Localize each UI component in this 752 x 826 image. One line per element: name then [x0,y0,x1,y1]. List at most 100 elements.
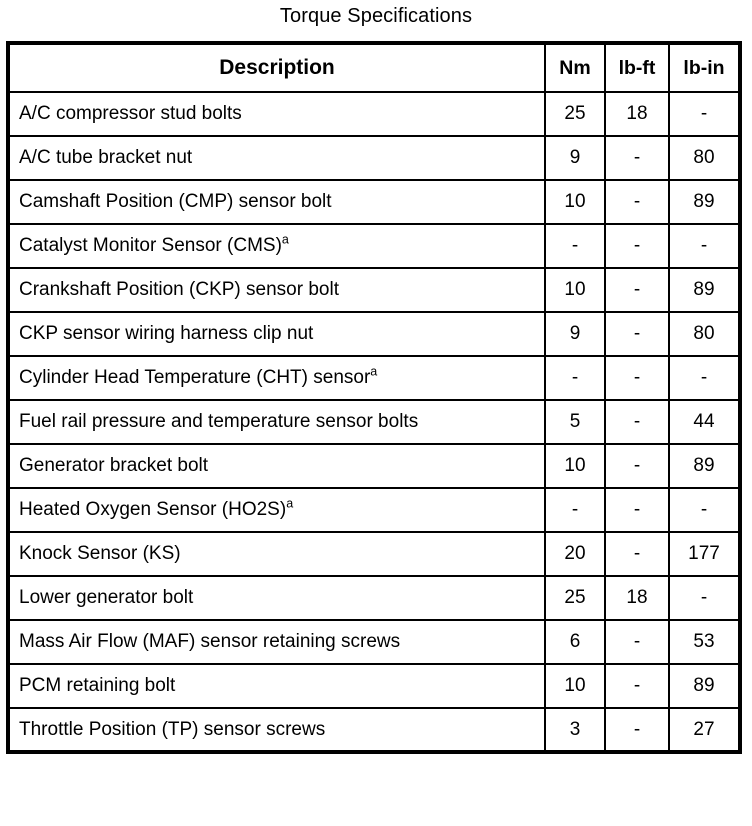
table-row: Knock Sensor (KS)20-177 [7,531,741,577]
description-text: A/C tube bracket nut [19,147,193,168]
description-text: A/C compressor stud bolts [19,103,242,124]
cell-value-lb-in: 80 [668,135,741,181]
page-title: Torque Specifications [279,5,473,27]
cell-description: Generator bracket bolt [7,443,546,489]
cell-description: Catalyst Monitor Sensor (CMS)a [7,223,546,269]
cell-value-nm: 10 [544,663,606,709]
cell-description: Camshaft Position (CMP) sensor bolt [7,179,546,225]
cell-value-nm: 3 [544,707,606,753]
cell-value-lb-ft: - [604,355,670,401]
cell-value-lb-in: - [668,575,741,621]
table-header-row: Description Nm lb-ft lb-in [7,42,741,93]
cell-description: Mass Air Flow (MAF) sensor retaining scr… [7,619,546,665]
cell-value-lb-ft: - [604,267,670,313]
footnote-marker: a [286,496,294,511]
column-header-nm: Nm [544,42,606,93]
description-text: Fuel rail pressure and temperature senso… [19,411,419,432]
table-row: Camshaft Position (CMP) sensor bolt 10-89 [7,179,741,225]
description-text: Crankshaft Position (CKP) sensor bolt [19,279,339,300]
table-row: Fuel rail pressure and temperature senso… [7,399,741,445]
cell-value-lb-ft: - [604,135,670,181]
table-row: Catalyst Monitor Sensor (CMS)a--- [7,223,741,269]
description-text: Throttle Position (TP) sensor screws [19,718,326,740]
cell-value-nm: 9 [544,135,606,181]
cell-value-nm: - [544,223,606,269]
cell-description: A/C compressor stud bolts [7,91,546,137]
cell-value-lb-in: 89 [668,663,741,709]
cell-value-nm: - [544,487,606,533]
torque-specifications-table: Description Nm lb-ft lb-in A/C compresso… [6,41,742,754]
cell-value-lb-in: - [668,487,741,533]
table-row: A/C tube bracket nut 9-80 [7,135,741,181]
cell-description: Knock Sensor (KS) [7,531,546,577]
description-text: Heated Oxygen Sensor (HO2S) [19,499,287,520]
cell-description: PCM retaining bolt [7,663,546,709]
cell-value-nm: 10 [544,179,606,225]
description-text: Camshaft Position (CMP) sensor bolt [19,191,332,212]
description-text: Lower generator bolt [19,587,194,608]
table-row: Generator bracket bolt 10-89 [7,443,741,489]
description-text: Generator bracket bolt [19,455,209,476]
cell-value-lb-ft: - [604,399,670,445]
cell-value-nm: 9 [544,311,606,357]
cell-description: A/C tube bracket nut [7,135,546,181]
table-row: Cylinder Head Temperature (CHT) sensora-… [7,355,741,401]
cell-value-lb-ft: - [604,707,670,753]
cell-value-nm: 10 [544,443,606,489]
table-row: Heated Oxygen Sensor (HO2S)a--- [7,487,741,533]
cell-value-nm: - [544,355,606,401]
cell-value-nm: 20 [544,531,606,577]
cell-value-lb-in: 44 [668,399,741,445]
cell-description: Crankshaft Position (CKP) sensor bolt [7,267,546,313]
cell-value-lb-in: - [668,355,741,401]
table-row: Crankshaft Position (CKP) sensor bolt 10-… [7,267,741,313]
table-row: Throttle Position (TP) sensor screws 3-27 [7,707,741,753]
column-header-lb-ft: lb-ft [604,42,670,93]
column-header-description: Description [7,42,546,93]
cell-description: Fuel rail pressure and temperature senso… [7,399,546,445]
description-text: Catalyst Monitor Sensor (CMS) [19,235,282,256]
cell-value-lb-in: - [668,223,741,269]
cell-description: Heated Oxygen Sensor (HO2S)a [7,487,546,533]
table-row: CKP sensor wiring harness clip nut 9-80 [7,311,741,357]
table-row: Mass Air Flow (MAF) sensor retaining scr… [7,619,741,665]
cell-value-lb-in: 80 [668,311,741,357]
description-text: Knock Sensor (KS) [19,543,181,564]
cell-value-lb-in: - [668,91,741,137]
description-text: CKP sensor wiring harness clip nut [19,323,314,344]
cell-value-nm: 6 [544,619,606,665]
cell-value-lb-ft: 18 [604,91,670,137]
torque-specifications-table-container: Description Nm lb-ft lb-in A/C compresso… [6,41,742,754]
cell-description: Cylinder Head Temperature (CHT) sensora [7,355,546,401]
description-text: Mass Air Flow (MAF) sensor retaining scr… [19,631,401,652]
cell-value-lb-ft: - [604,487,670,533]
description-text: PCM retaining bolt [19,675,176,696]
cell-description: Lower generator bolt [7,575,546,621]
cell-value-lb-in: 53 [668,619,741,665]
cell-value-lb-ft: 18 [604,575,670,621]
cell-value-lb-ft: - [604,223,670,269]
cell-value-lb-ft: - [604,311,670,357]
cell-value-lb-ft: - [604,531,670,577]
cell-value-lb-ft: - [604,663,670,709]
table-row: PCM retaining bolt 10-89 [7,663,741,709]
cell-value-lb-ft: - [604,619,670,665]
cell-value-nm: 25 [544,575,606,621]
cell-value-lb-ft: - [604,443,670,489]
column-header-lb-in: lb-in [668,42,741,93]
cell-description: Throttle Position (TP) sensor screws [7,707,546,753]
cell-value-lb-in: 89 [668,179,741,225]
cell-value-nm: 5 [544,399,606,445]
footnote-marker: a [370,364,378,379]
cell-value-lb-ft: - [604,179,670,225]
cell-value-nm: 10 [544,267,606,313]
cell-value-lb-in: 89 [668,267,741,313]
description-text: Cylinder Head Temperature (CHT) sensor [19,367,371,388]
cell-description: CKP sensor wiring harness clip nut [7,311,546,357]
cell-value-lb-in: 27 [668,707,741,753]
cell-value-lb-in: 89 [668,443,741,489]
